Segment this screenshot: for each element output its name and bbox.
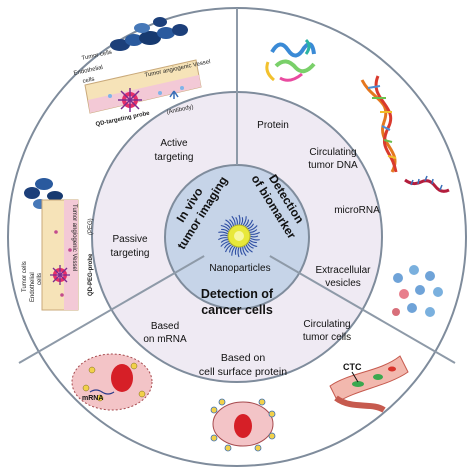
- mrna-cell-illustration: mRNA: [71, 353, 153, 411]
- label-active-targeting-1: Active: [160, 138, 188, 149]
- label-passive-targeting-2: targeting: [111, 248, 150, 259]
- label-ctc-2: tumor cells: [303, 332, 351, 343]
- label-protein: Protein: [257, 120, 289, 131]
- sector-cancer-title-1: Detection of: [201, 287, 274, 301]
- label-active-targeting-2: targeting: [155, 152, 194, 163]
- svg-text:cells: cells: [37, 273, 43, 285]
- sector-cancer-title-2: cancer cells: [201, 303, 273, 317]
- nanoparticle-icon: [218, 214, 260, 258]
- dna-helix-icon: [360, 75, 398, 173]
- center-label: Nanoparticles: [209, 263, 270, 274]
- protein-structure-icon: [265, 38, 316, 82]
- tumor-cells-icon: [110, 17, 188, 51]
- mrna-label: mRNA: [82, 395, 103, 402]
- svg-text:(Antibody): (Antibody): [166, 104, 194, 116]
- label-extracellular-1: Extracellular: [315, 265, 371, 276]
- passive-targeting-illustration: Tumor angiogenic Vessel Tumor cells Endo…: [22, 178, 94, 311]
- surface-protein-cell-illustration: [210, 398, 276, 452]
- antibody-icon: [108, 86, 184, 99]
- vesicles-icon: [392, 265, 443, 317]
- svg-text:Tumor angiogenic Vessel: Tumor angiogenic Vessel: [71, 204, 77, 271]
- ctc-label: CTC: [343, 362, 362, 372]
- label-based-surface-2: cell surface protein: [199, 366, 287, 378]
- label-based-mrna-2: on mRNA: [143, 334, 187, 345]
- label-microrna: microRNA: [334, 205, 380, 216]
- divider-left: [18, 236, 238, 364]
- divider-right: [236, 236, 456, 364]
- label-circulating-dna-2: tumor DNA: [308, 160, 358, 171]
- label-circulating-dna-1: Circulating: [309, 147, 356, 158]
- ctc-vessel-illustration: CTC: [329, 355, 409, 413]
- label-based-surface-1: Based on: [221, 352, 266, 364]
- svg-text:(PEG): (PEG): [88, 218, 94, 235]
- qd-probe-icon: [50, 265, 70, 285]
- svg-text:QD-PEG-probe: QD-PEG-probe: [88, 253, 94, 296]
- svg-text:Endothelial: Endothelial: [30, 272, 36, 302]
- label-ctc-1: Circulating: [303, 319, 350, 330]
- qd-probe-icon: [118, 88, 142, 112]
- label-based-mrna-1: Based: [151, 321, 179, 332]
- svg-text:Tumor cells: Tumor cells: [22, 261, 28, 292]
- label-passive-targeting-1: Passive: [112, 234, 147, 245]
- label-extracellular-2: vesicles: [325, 278, 361, 289]
- microrna-icon: [404, 175, 450, 193]
- svg-text:cells: cells: [82, 77, 95, 85]
